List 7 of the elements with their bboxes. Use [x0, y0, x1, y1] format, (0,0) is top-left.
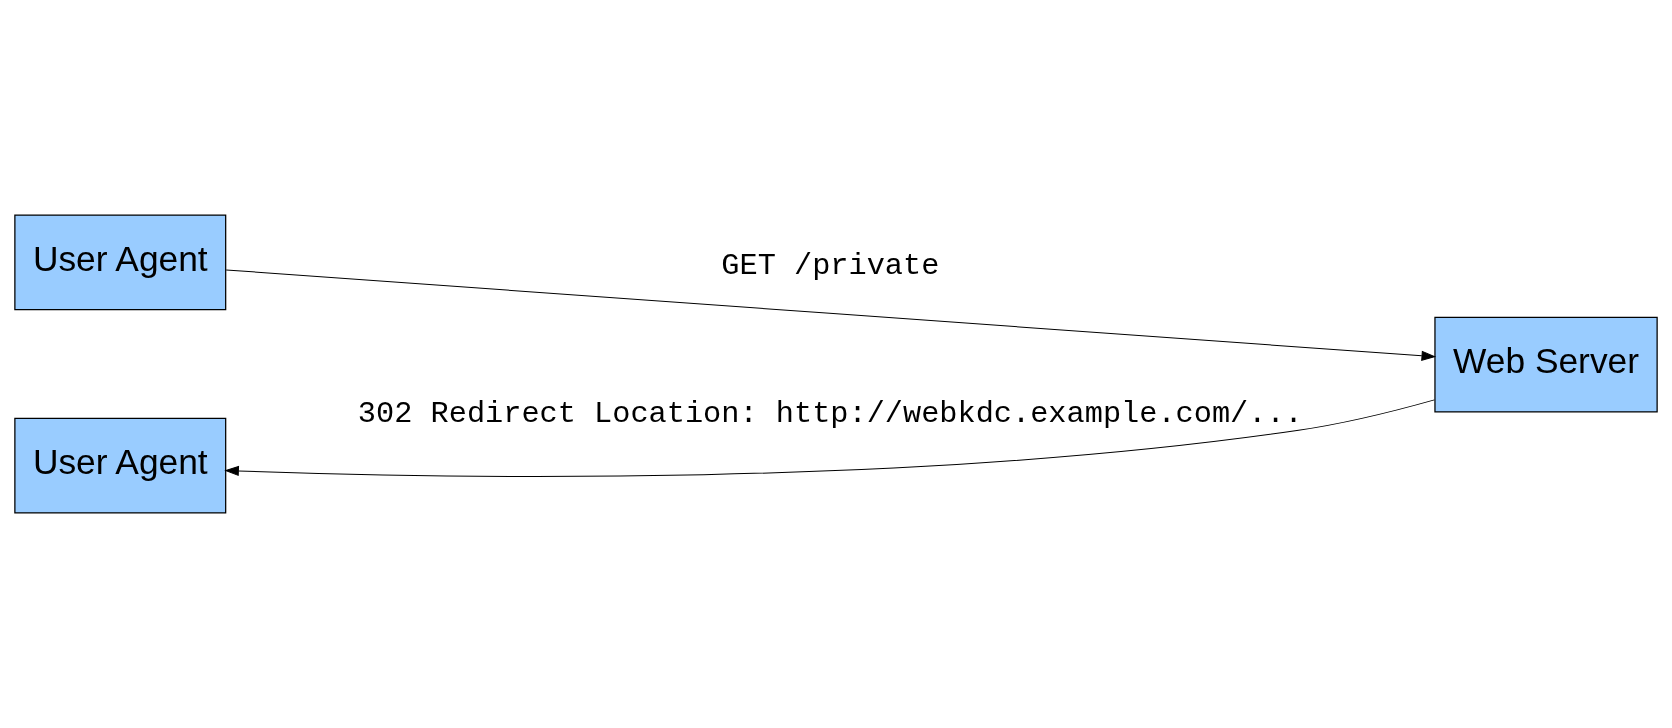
arrow: [225, 269, 1437, 361]
node-box: Web Server: [1434, 316, 1658, 413]
node-box: User Agent: [14, 417, 227, 514]
node-box: User Agent: [14, 214, 227, 311]
edge-label: GET /private: [721, 249, 940, 283]
arrow: [224, 399, 1435, 477]
edge-label: 302 Redirect Location: http://webkdc.example.com/...: [357, 396, 1303, 431]
